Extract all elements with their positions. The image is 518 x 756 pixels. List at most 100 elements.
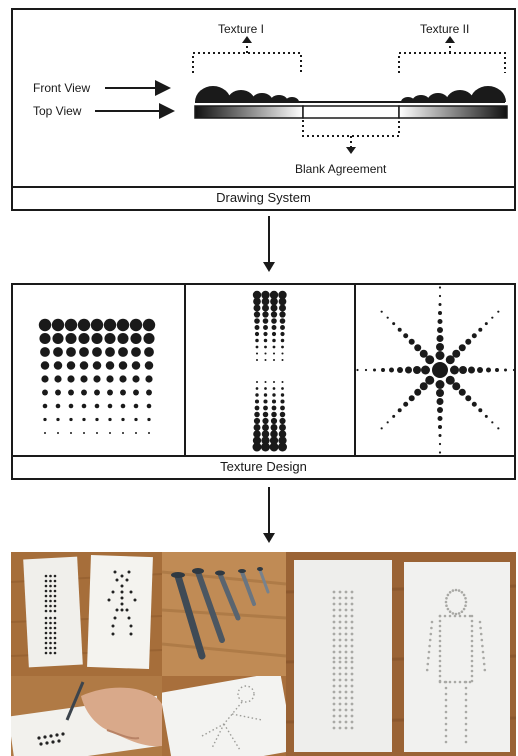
texture-dot (438, 319, 443, 324)
texture-dot (148, 432, 150, 434)
photo-dot (121, 597, 124, 600)
texture-dot (255, 406, 260, 411)
photo-dot (130, 633, 133, 636)
texture-dot (403, 402, 408, 407)
photo-dot (426, 669, 429, 672)
photo-dot (351, 591, 354, 594)
photo-dot (54, 575, 57, 578)
texture-dot (280, 412, 286, 418)
photo-dot (465, 681, 468, 684)
photo-dot (121, 603, 124, 606)
braille-style-cards-photo (11, 552, 162, 676)
photo-dot (345, 667, 348, 670)
texture-dot (262, 311, 268, 317)
texture-dot (420, 382, 428, 390)
photo-dot (465, 705, 468, 708)
photo-dot (49, 642, 52, 645)
texture-dot (272, 399, 276, 403)
photo-dot (345, 597, 348, 600)
photo-dot (339, 679, 342, 682)
texture-dot (255, 325, 260, 330)
photo-dot (49, 610, 52, 613)
photo-dot (445, 717, 448, 720)
photo-dot (461, 591, 464, 594)
texture-dot (468, 367, 475, 374)
photo-dot (45, 595, 48, 598)
photo-dot (464, 615, 467, 618)
photo-dot (345, 661, 348, 664)
photo-dot (455, 589, 458, 592)
texture-dot (262, 305, 269, 312)
texture-dot (145, 361, 154, 370)
photo-dot (351, 609, 354, 612)
texture-dot (356, 369, 358, 371)
texture-dot (282, 381, 284, 383)
photo-dot (345, 591, 348, 594)
texture-dot (392, 415, 395, 418)
photo-dot (351, 661, 354, 664)
texture-dot (96, 432, 98, 434)
texture-dot (106, 361, 115, 370)
photo-dot (54, 600, 57, 603)
photo-dot (345, 697, 348, 700)
photo-dot (452, 589, 455, 592)
photo-dot (465, 687, 468, 690)
texture-dot (91, 333, 102, 344)
photo-dot (439, 620, 442, 623)
photo-dot (333, 703, 336, 706)
photo-dot (428, 645, 431, 648)
texture-dot (108, 418, 111, 421)
photo-dot (439, 635, 442, 638)
photo-dot (482, 651, 485, 654)
texture-dot (387, 421, 389, 423)
texture-dot (256, 346, 259, 349)
texture-dot (439, 451, 441, 453)
photo-dot (351, 667, 354, 670)
photo-dot (333, 673, 336, 676)
texture-dot (253, 298, 261, 306)
texture-dot (439, 434, 442, 437)
texture-dot (497, 427, 499, 429)
photo-dot (54, 617, 57, 620)
texture-dot (121, 404, 126, 409)
texture-dot (120, 390, 126, 396)
texture-dot (504, 369, 507, 372)
photo-dot (463, 608, 466, 611)
texture-dot (254, 424, 261, 431)
photo-dot (445, 741, 448, 744)
texture-dot (263, 406, 268, 411)
texture-dot (432, 362, 448, 378)
photo-dot (458, 612, 461, 615)
texture-1-bracket (193, 41, 301, 73)
texture-dot (52, 333, 63, 344)
texture-dot (495, 368, 499, 372)
photo-dot (483, 663, 486, 666)
texture-dot (425, 355, 434, 364)
texture-dot (265, 359, 267, 361)
texture-dot (477, 367, 483, 373)
texture-dot (119, 361, 128, 370)
texture-dot (256, 359, 258, 361)
photo-dot (439, 655, 442, 658)
photo-dot (339, 691, 342, 694)
texture-dot (414, 389, 421, 396)
punched-figure-cards-photo (286, 552, 516, 756)
texture-dot (82, 418, 85, 421)
texture-dot (409, 339, 415, 345)
grid-gradient-texture (13, 285, 184, 455)
texture-dot (132, 375, 139, 382)
texture-dot (439, 286, 441, 288)
texture-dot (273, 346, 276, 349)
texture-dot (256, 381, 258, 383)
photo-dot (351, 645, 354, 648)
texture-dot (67, 375, 74, 382)
texture-dot (106, 375, 113, 382)
texture-dot (262, 418, 268, 424)
photo-dot (471, 655, 474, 658)
photo-dot (45, 610, 48, 613)
photo-dot (333, 691, 336, 694)
photo-dot (471, 645, 474, 648)
texture-dot (282, 359, 284, 361)
photo-dot (339, 621, 342, 624)
texture-dot (65, 333, 76, 344)
